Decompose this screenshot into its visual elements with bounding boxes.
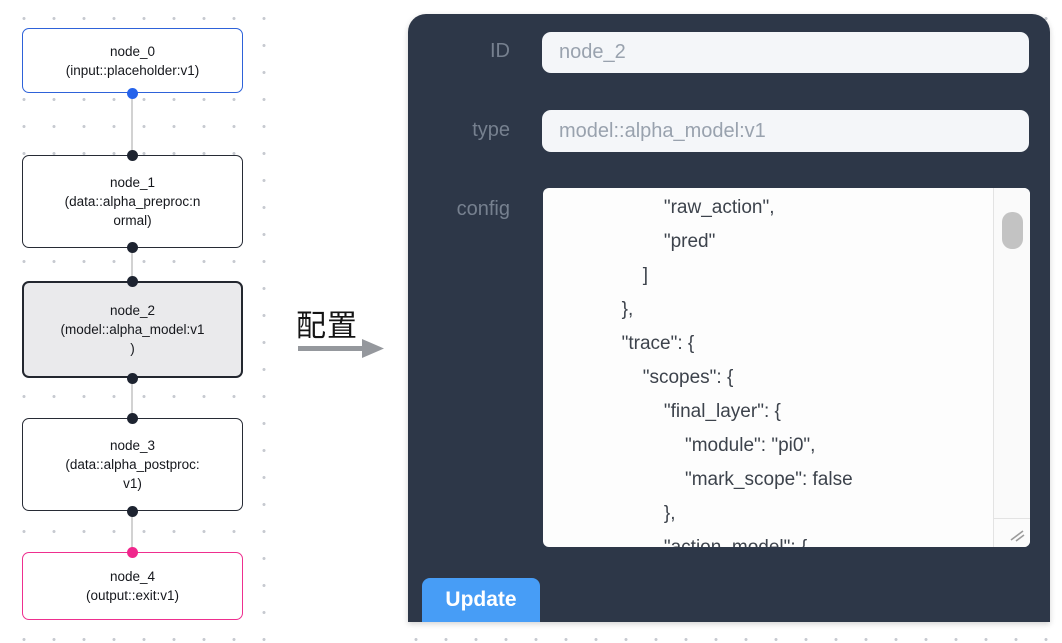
node-title: node_4 (109, 569, 156, 584)
config-annotation-label: 配置 (296, 310, 358, 343)
port-node0-output[interactable] (127, 87, 138, 99)
node-title: node_2 (109, 303, 156, 318)
node-subtitle: ) (130, 341, 135, 356)
graph-node-node_2-selected[interactable]: node_2 (model::alpha_model:v1 ) (22, 281, 243, 378)
config-json-content: "raw_action", "pred" ] }, "trace": { "sc… (553, 197, 853, 547)
scrollbar-corner (993, 518, 1030, 547)
node-title: node_0 (109, 43, 156, 59)
graph-node-node_4[interactable]: node_4 (output::exit:v1) (22, 552, 243, 620)
node-subtitle: (model::alpha_model:v1 (60, 322, 205, 337)
port-node1-input[interactable] (127, 149, 138, 161)
type-field-input[interactable]: model::alpha_model:v1 (542, 110, 1029, 152)
graph-node-node_0[interactable]: node_0 (input::placeholder:v1) (22, 28, 243, 93)
node-subtitle: (output::exit:v1) (85, 588, 180, 603)
type-field-label: type (472, 119, 510, 141)
id-field-label: ID (490, 40, 510, 62)
node-graph-canvas: node_0 (input::placeholder:v1) node_1 (d… (0, 0, 400, 643)
node-title: node_1 (109, 175, 156, 190)
right-arrow-icon (298, 339, 384, 358)
edge-node0-node1 (131, 93, 133, 155)
port-node3-output[interactable] (127, 505, 138, 517)
port-node1-output[interactable] (127, 241, 138, 253)
resize-grip-icon[interactable] (1007, 524, 1027, 544)
port-node2-input[interactable] (127, 275, 138, 287)
update-button[interactable]: Update (422, 578, 540, 622)
edge-node2-node3 (131, 378, 133, 418)
config-json-textarea[interactable]: "raw_action", "pred" ] }, "trace": { "sc… (543, 188, 1030, 547)
node-subtitle: (input::placeholder:v1) (65, 62, 200, 78)
id-field-input[interactable]: node_2 (542, 32, 1029, 73)
config-panel: ID node_2 type model::alpha_model:v1 con… (408, 14, 1050, 622)
edge-node3-node4 (131, 511, 133, 552)
graph-node-node_1[interactable]: node_1 (data::alpha_preproc:n ormal) (22, 155, 243, 248)
edge-node1-node2 (131, 247, 133, 281)
config-field-label: config (456, 198, 510, 220)
node-subtitle: (data::alpha_preproc:n (64, 194, 201, 209)
vertical-scrollbar-thumb[interactable] (1002, 212, 1023, 249)
port-node2-output[interactable] (127, 372, 138, 384)
node-title: node_3 (109, 438, 156, 453)
port-node3-input[interactable] (127, 412, 138, 424)
node-subtitle: (data::alpha_postproc: (65, 457, 200, 472)
node-subtitle: v1) (123, 476, 142, 491)
port-node4-input[interactable] (127, 546, 138, 558)
node-subtitle: ormal) (113, 213, 152, 228)
graph-node-node_3[interactable]: node_3 (data::alpha_postproc: v1) (22, 418, 243, 511)
